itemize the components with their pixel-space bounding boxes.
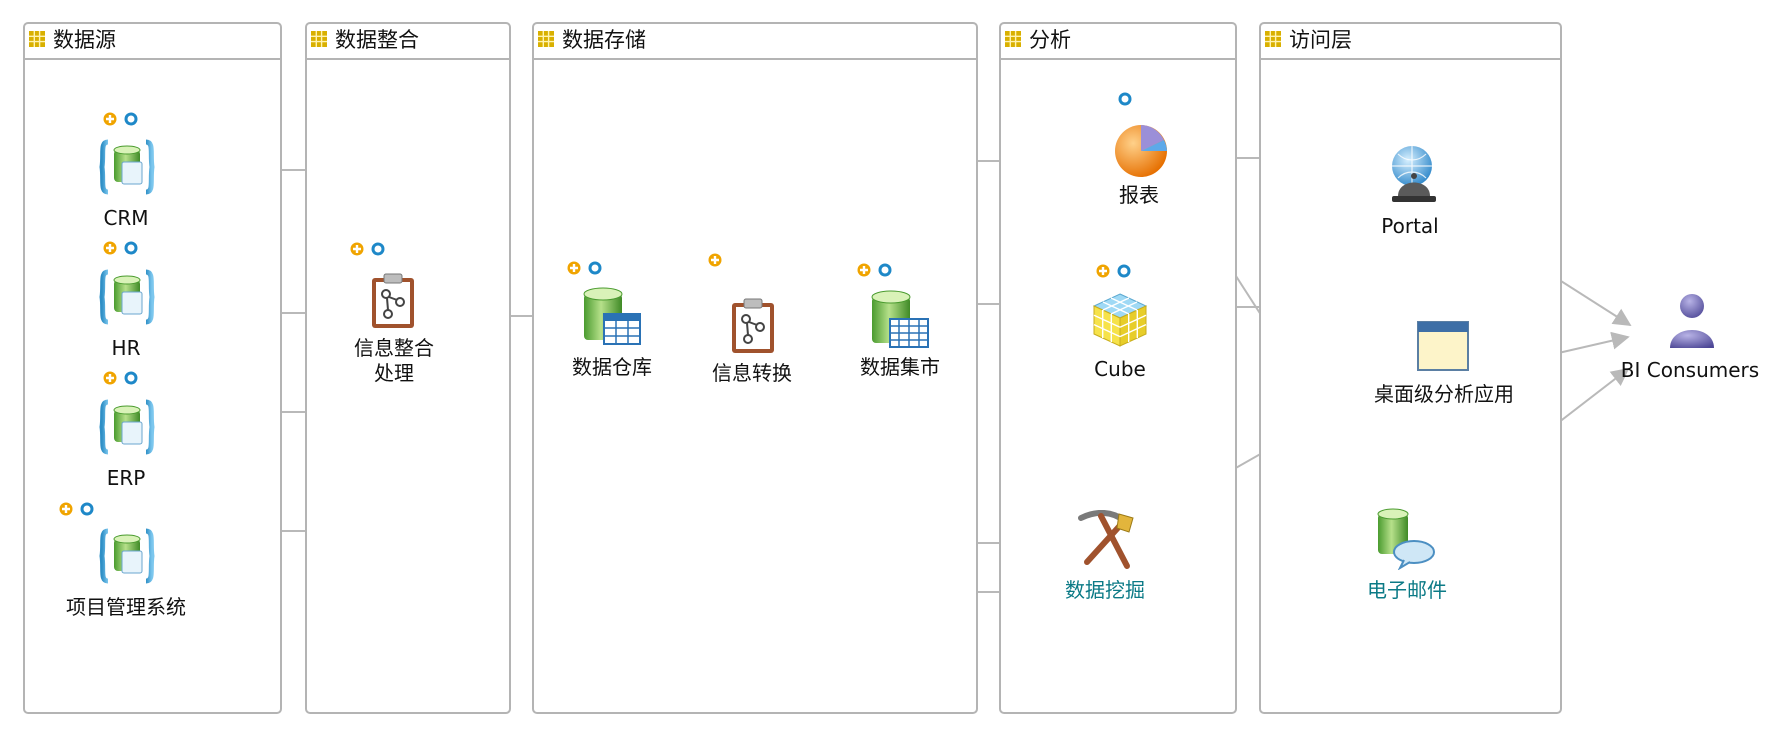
pickaxe-shovel-icon[interactable]: [1075, 510, 1135, 572]
plus-badge-icon[interactable]: [103, 112, 117, 126]
lane-data-integration: 数据整合: [305, 22, 511, 714]
node-label-portal: Portal: [1381, 214, 1439, 238]
node-label-transform: 信息转换: [712, 361, 792, 385]
node-label-warehouse: 数据仓库: [572, 355, 652, 379]
m-badge-icon[interactable]: [124, 371, 138, 385]
database-chat-icon[interactable]: [1374, 508, 1436, 570]
lane-title: 数据整合: [335, 28, 419, 52]
lane-header: 分析: [1001, 24, 1235, 60]
plus-badge-icon[interactable]: [857, 263, 871, 277]
m-badge-icon[interactable]: [1118, 92, 1132, 106]
lane-header: 数据存储: [534, 24, 976, 60]
m-badge-icon[interactable]: [371, 242, 385, 256]
grid-icon: [1265, 31, 1281, 47]
node-label-cube: Cube: [1094, 357, 1146, 381]
lane-header: 数据源: [25, 24, 280, 60]
node-label-hr: HR: [111, 336, 141, 360]
node-label-pms: 项目管理系统: [66, 595, 186, 619]
clipboard-process-icon[interactable]: [370, 272, 416, 330]
lane-analysis: 分析: [999, 22, 1237, 714]
database-braces-icon[interactable]: [98, 138, 156, 196]
node-label-consumers: BI Consumers: [1620, 358, 1760, 382]
m-badge-icon[interactable]: [588, 261, 602, 275]
lane-data-source: 数据源: [23, 22, 282, 714]
lane-data-storage: 数据存储: [532, 22, 978, 714]
grid-icon: [311, 31, 327, 47]
node-label-report: 报表: [1119, 183, 1159, 207]
node-label-datamart: 数据集市: [860, 355, 940, 379]
lane-title: 访问层: [1289, 28, 1352, 52]
lane-title: 数据源: [53, 28, 116, 52]
plus-badge-icon[interactable]: [103, 371, 117, 385]
plus-badge-icon[interactable]: [567, 261, 581, 275]
node-label-crm: CRM: [103, 206, 149, 230]
node-label-integrate-line2: 处理: [374, 361, 414, 385]
node-label-email: 电子邮件: [1367, 578, 1447, 602]
m-badge-icon[interactable]: [80, 502, 94, 516]
m-badge-icon[interactable]: [1117, 264, 1131, 278]
grid-icon: [29, 31, 45, 47]
lane-header: 访问层: [1261, 24, 1560, 60]
plus-badge-icon[interactable]: [708, 253, 722, 267]
plus-badge-icon[interactable]: [103, 241, 117, 255]
node-label-erp: ERP: [106, 466, 146, 490]
database-braces-icon[interactable]: [98, 527, 156, 585]
grid-icon: [1005, 31, 1021, 47]
user-icon[interactable]: [1664, 290, 1720, 352]
cube-icon[interactable]: [1090, 290, 1150, 350]
lane-title: 数据存储: [562, 28, 646, 52]
lane-title: 分析: [1029, 28, 1071, 52]
grid-icon: [538, 31, 554, 47]
plus-badge-icon[interactable]: [59, 502, 73, 516]
m-badge-icon[interactable]: [878, 263, 892, 277]
m-badge-icon[interactable]: [124, 112, 138, 126]
globe-bell-icon[interactable]: [1384, 144, 1444, 206]
window-icon[interactable]: [1412, 316, 1472, 376]
lane-access: 访问层: [1259, 22, 1562, 714]
database-table-icon[interactable]: [580, 286, 642, 348]
node-label-desktop: 桌面级分析应用: [1374, 382, 1514, 406]
clipboard-process-icon[interactable]: [730, 297, 776, 355]
database-braces-icon[interactable]: [98, 268, 156, 326]
m-badge-icon[interactable]: [124, 241, 138, 255]
lane-header: 数据整合: [307, 24, 509, 60]
database-braces-icon[interactable]: [98, 398, 156, 456]
pie-chart-icon[interactable]: [1110, 118, 1172, 180]
node-label-mining: 数据挖掘: [1065, 578, 1145, 602]
plus-badge-icon[interactable]: [350, 242, 364, 256]
plus-badge-icon[interactable]: [1096, 264, 1110, 278]
database-grid-icon[interactable]: [868, 289, 930, 351]
node-label-integrate-line1: 信息整合: [354, 336, 434, 360]
